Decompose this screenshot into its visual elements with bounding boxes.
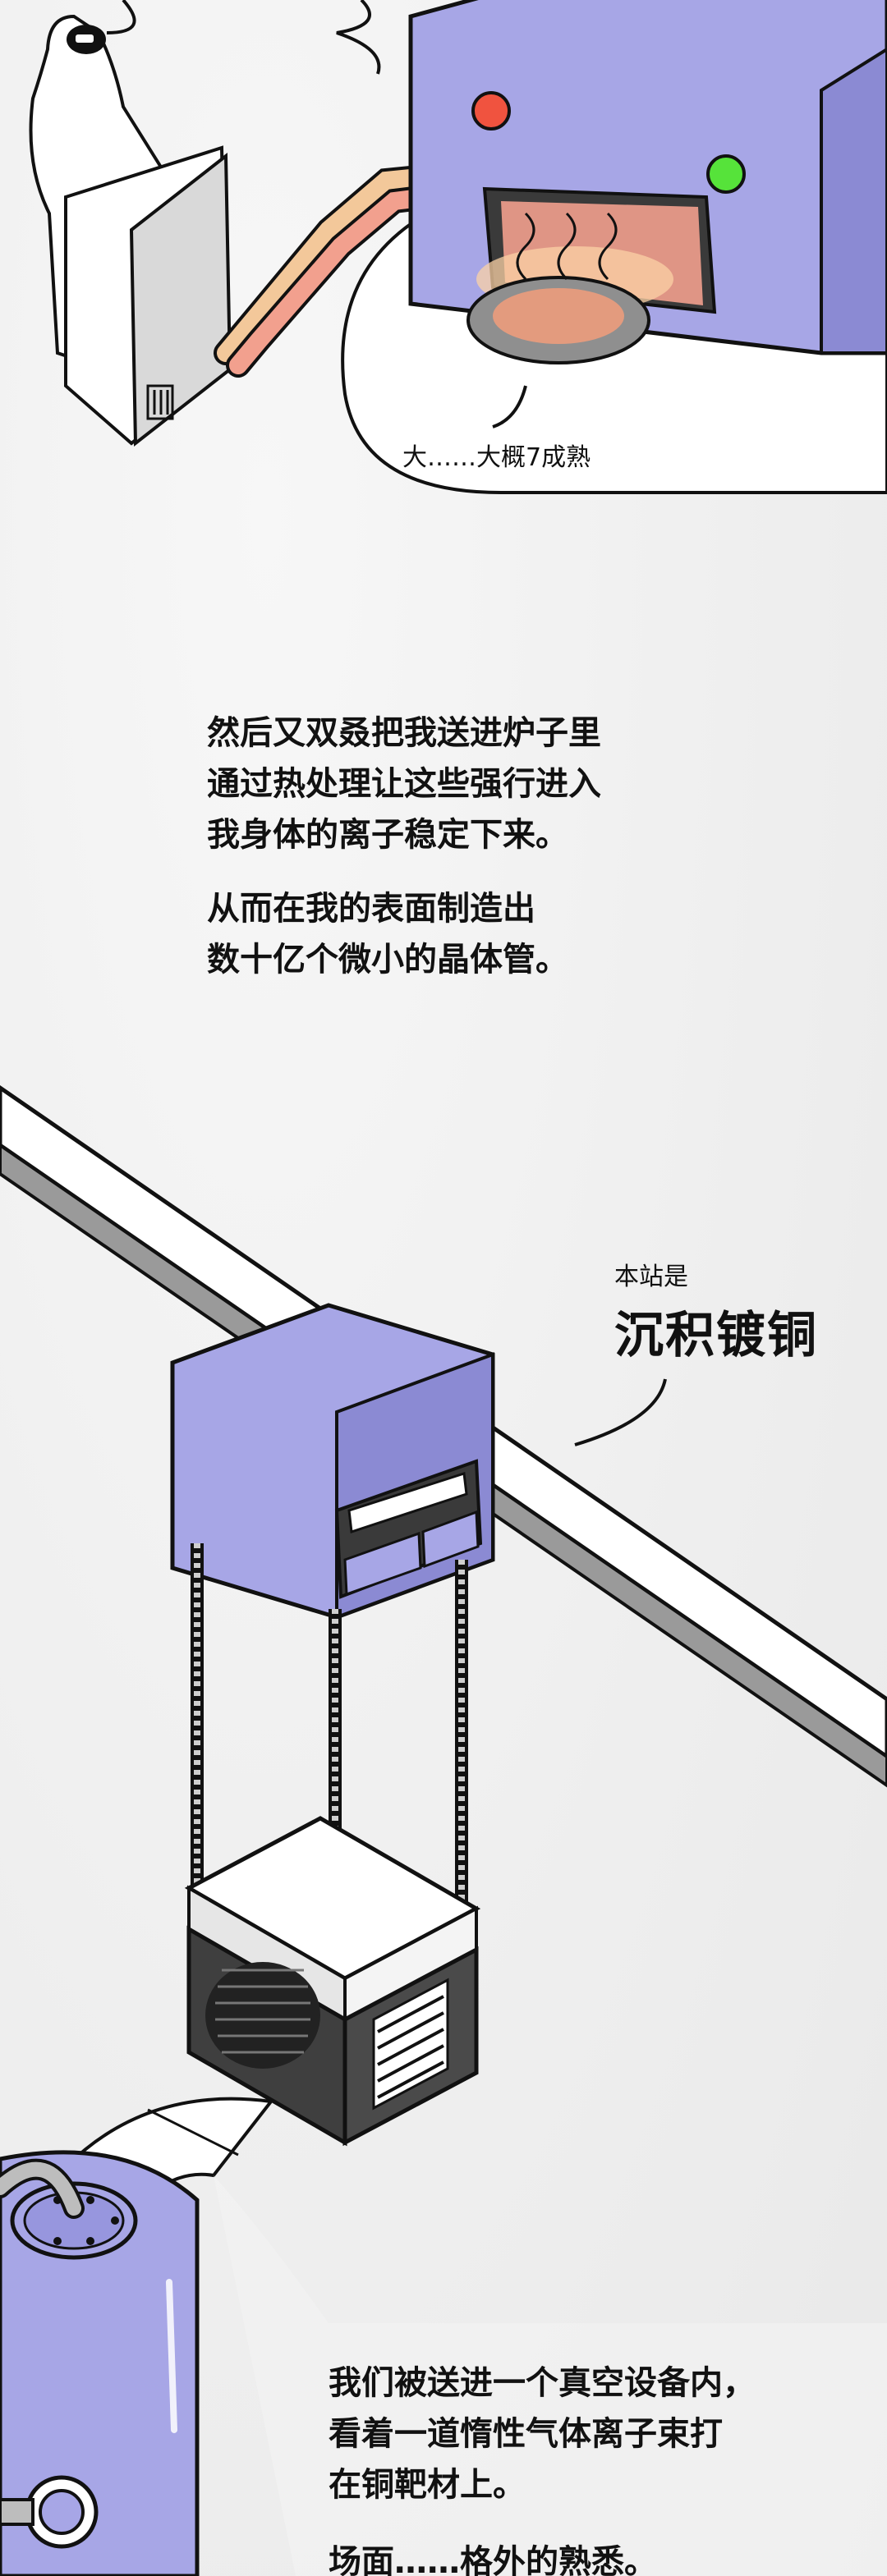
vacuum-chamber [184,1816,481,2147]
speech-tail-top [106,0,136,34]
narration-2-paragraph-1: 我们被送进一个真空设备内， 看着一道惰性气体离子束打 在铜靶材上。 [329,2364,756,2504]
chamber-tank [0,2150,200,2576]
red-indicator-icon [471,91,511,131]
station-label-name: 沉积镀铜 [614,1307,818,1364]
transport-pod [170,1303,495,1620]
hot-wafer [466,212,650,364]
furnace-scene [29,0,887,494]
narration-1-paragraph-2: 从而在我的表面制造出 数十亿个微小的晶体管。 [207,890,568,979]
speech-tail-top-2 [336,0,381,75]
narration-1-paragraph-1: 然后又双叒把我送进炉子里 通过热处理让这些强行进入 我身体的离子稳定下来。 [207,714,601,854]
narration-2-paragraph-2: 场面……格外的熟悉。 [329,2543,657,2576]
green-indicator-icon [706,154,746,194]
control-console [64,145,232,447]
speech-text: 大……大概7成熟 [402,443,591,472]
station-speech-pointer [574,1378,667,1446]
station-label-prefix: 本站是 [614,1263,688,1291]
speech-pointer [492,385,527,429]
support-rods [191,1543,468,1954]
